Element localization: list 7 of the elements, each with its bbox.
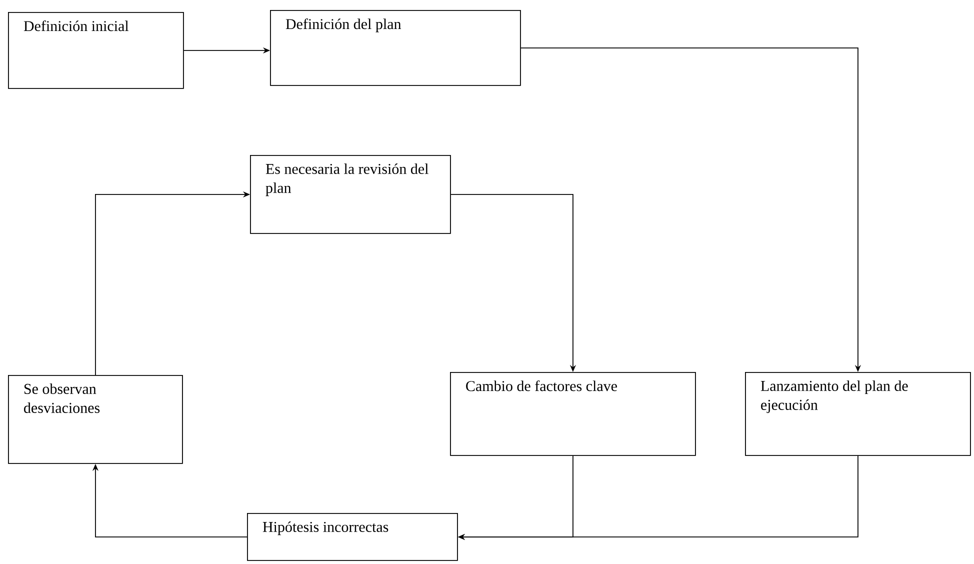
process-box: Definición del plan xyxy=(270,10,521,86)
process-box: Lanzamiento del plan de ejecución xyxy=(745,372,971,456)
process-box: Hipótesis incorrectas xyxy=(247,513,458,561)
process-box: Es necesaria la revisión del plan xyxy=(250,155,451,234)
process-box: Cambio de factores clave xyxy=(450,372,696,456)
process-box: Definición inicial xyxy=(8,12,184,89)
process-box: Se observan desviaciones xyxy=(8,375,183,464)
